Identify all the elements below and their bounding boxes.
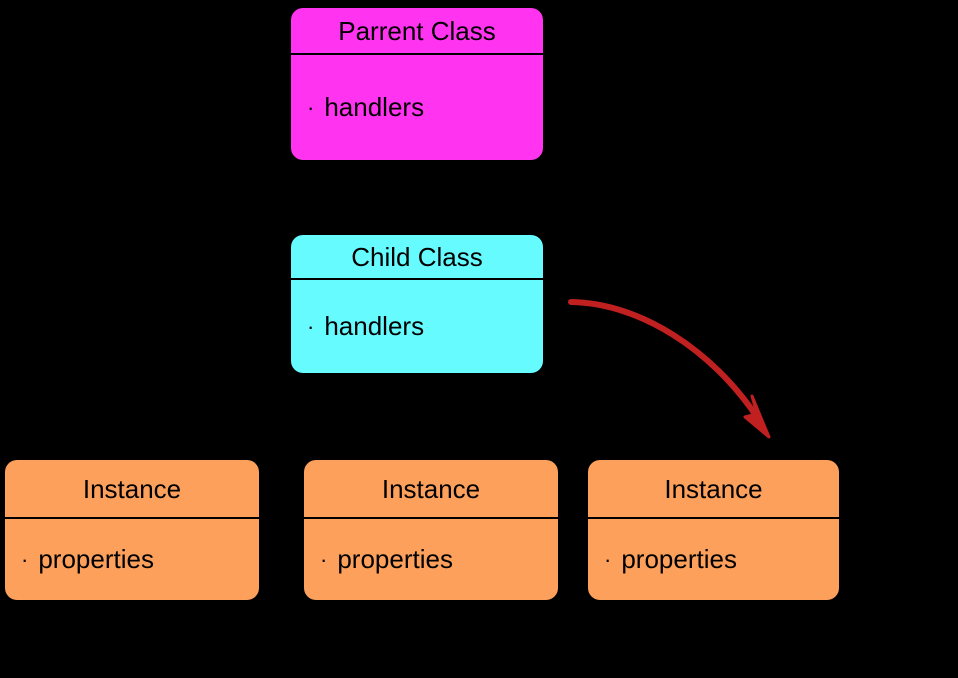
bullet-icon: · — [320, 546, 328, 572]
bullet-icon: · — [307, 313, 315, 339]
instance-members-2: · properties — [304, 519, 558, 600]
instance-members-3: · properties — [588, 519, 839, 600]
instance-member-label-2: properties — [337, 544, 453, 574]
child-class-members: · handlers — [291, 280, 543, 373]
child-class-node[interactable]: Child Class · handlers — [291, 235, 543, 373]
bullet-icon: · — [307, 94, 315, 120]
parent-class-node[interactable]: Parrent Class · handlers — [291, 8, 543, 160]
instance-member-label-3: properties — [621, 544, 737, 574]
child-class-member-label: handlers — [324, 311, 425, 341]
instance-node-3[interactable]: Instance · properties — [588, 460, 839, 600]
bullet-icon: · — [604, 546, 612, 572]
instance-title-1: Instance — [5, 460, 259, 519]
instance-node-2[interactable]: Instance · properties — [304, 460, 558, 600]
instance-title-3: Instance — [588, 460, 839, 519]
parent-class-members: · handlers — [291, 55, 543, 160]
instance-members-1: · properties — [5, 519, 259, 600]
parent-class-member-label: handlers — [324, 92, 425, 122]
child-class-to-instance-arrow — [568, 299, 760, 420]
parent-class-title: Parrent Class — [291, 8, 543, 55]
bullet-icon: · — [21, 546, 29, 572]
instance-title-2: Instance — [304, 460, 558, 519]
instance-member-label-1: properties — [38, 544, 154, 574]
instance-node-1[interactable]: Instance · properties — [5, 460, 259, 600]
child-class-title: Child Class — [291, 235, 543, 280]
arrowhead-icon — [743, 394, 771, 439]
